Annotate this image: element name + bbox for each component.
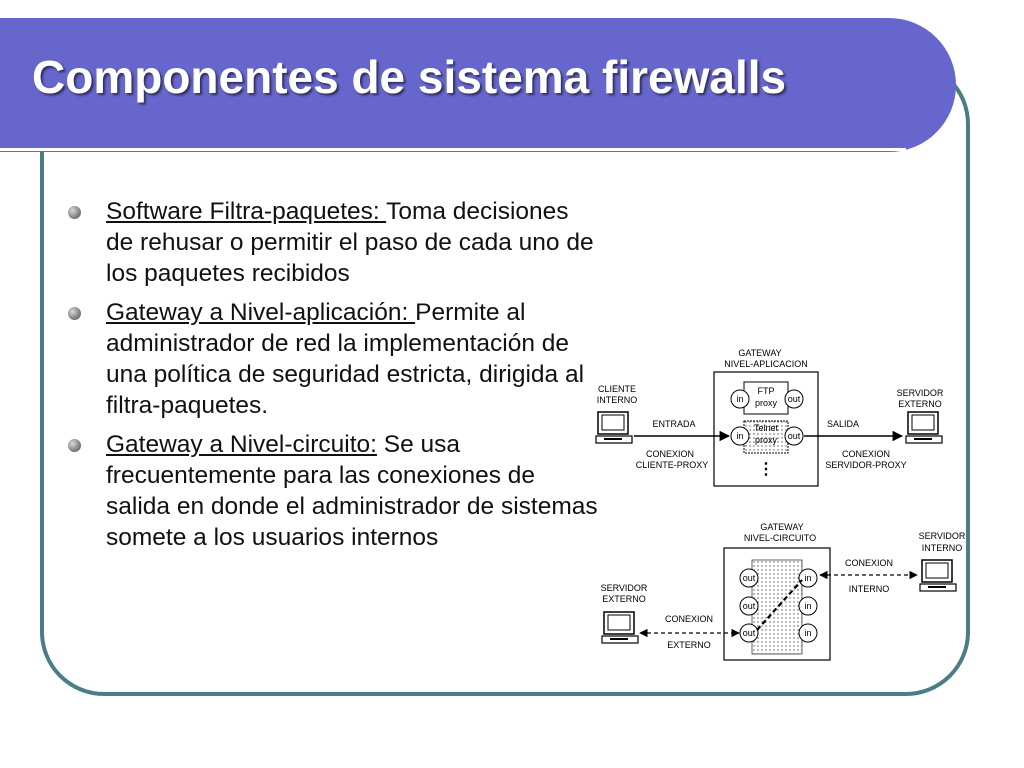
bullet-text: Toma decisiones de rehusar o permitir el… [106, 198, 594, 287]
server-external-label: EXTERNO [602, 594, 646, 604]
circuit-relay-link [756, 579, 803, 631]
port-out-label: out [743, 628, 756, 638]
bullet-icon [68, 307, 81, 320]
port-in-icon [798, 568, 818, 588]
port-out-icon [739, 623, 759, 643]
entrada-label: ENTRADA [652, 419, 695, 429]
port-out-label: out [743, 573, 756, 583]
telnet-proxy-box [743, 420, 789, 454]
port-in-label: in [736, 431, 743, 441]
app-gateway-diagram: GATEWAY NIVEL-APLICACION FTP proxy in ou… [595, 348, 944, 487]
bullet-text: Se usa frecuentemente para las conexione… [106, 431, 598, 551]
circuit-gateway-diagram: GATEWAY NIVEL-CIRCUITO out out out in in… [601, 522, 966, 661]
bullet-item: Gateway a Nivel-aplicación: Permite al a… [68, 297, 598, 421]
port-in-label: in [804, 628, 811, 638]
bullet-icon [68, 439, 81, 452]
client-label: INTERNO [597, 395, 638, 405]
bullet-term: Gateway a Nivel-aplicación: [106, 299, 416, 326]
conn-external-label: CONEXION [665, 614, 713, 624]
app-gateway-label: NIVEL-APLICACION [724, 359, 808, 369]
circuit-gateway-label: GATEWAY [760, 522, 803, 532]
conn-external-label: EXTERNO [667, 640, 711, 650]
conn-client-label: CLIENTE-PROXY [636, 460, 709, 470]
conn-internal-label: CONEXION [845, 558, 893, 568]
conn-client-label: CONEXION [646, 449, 694, 459]
conn-server-label: CONEXION [842, 449, 890, 459]
port-in-label: in [736, 394, 743, 404]
port-out-icon [739, 568, 759, 588]
external-server-computer-icon [601, 611, 639, 644]
ftp-proxy-label: FTP [758, 386, 775, 396]
server-label: EXTERNO [898, 399, 942, 409]
bullet-term: Gateway a Nivel-circuito: [106, 431, 377, 458]
port-out-label: out [788, 394, 801, 404]
port-out-icon [739, 596, 759, 616]
server-label: SERVIDOR [897, 388, 944, 398]
bullet-item: Software Filtra-paquetes: Toma decisione… [68, 196, 598, 289]
server-external-label: SERVIDOR [601, 583, 648, 593]
bullet-text: Permite al administrador de red la imple… [106, 299, 585, 419]
port-in-label: in [804, 573, 811, 583]
title-bar [0, 18, 956, 152]
salida-label: SALIDA [827, 419, 859, 429]
slide-title: Componentes de sistema firewalls [32, 51, 787, 103]
conn-internal-label: INTERNO [849, 584, 890, 594]
port-in-icon [730, 426, 750, 446]
port-in-icon [730, 389, 750, 409]
ftp-proxy-box [743, 381, 789, 415]
server-internal-label: SERVIDOR [919, 531, 966, 541]
client-computer-icon [595, 411, 633, 444]
internal-server-computer-icon [919, 559, 957, 592]
port-in-icon [798, 596, 818, 616]
telnet-proxy-label: Telnet [754, 423, 779, 433]
bullet-list: Software Filtra-paquetes: Toma decisione… [68, 196, 598, 561]
port-out-label: out [788, 431, 801, 441]
server-internal-label: INTERNO [922, 543, 963, 553]
ftp-proxy-label: proxy [755, 398, 778, 408]
port-in-label: in [804, 601, 811, 611]
bullet-term: Software Filtra-paquetes: [106, 198, 387, 225]
conn-server-label: SERVIDOR-PROXY [825, 460, 906, 470]
circuit-gateway-label: NIVEL-CIRCUITO [744, 533, 816, 543]
port-out-label: out [743, 601, 756, 611]
bullet-item: Gateway a Nivel-circuito: Se usa frecuen… [68, 429, 598, 553]
circuit-relay-area [751, 559, 803, 655]
more-proxies-ellipsis: ⋮ [758, 461, 774, 478]
server-computer-icon [905, 411, 943, 444]
port-out-icon [784, 389, 804, 409]
port-in-icon [798, 623, 818, 643]
port-out-icon [784, 426, 804, 446]
app-gateway-label: GATEWAY [738, 348, 781, 358]
telnet-proxy-label: proxy [755, 435, 778, 445]
title-underline [0, 148, 906, 151]
client-label: CLIENTE [598, 384, 636, 394]
bullet-icon [68, 206, 81, 219]
